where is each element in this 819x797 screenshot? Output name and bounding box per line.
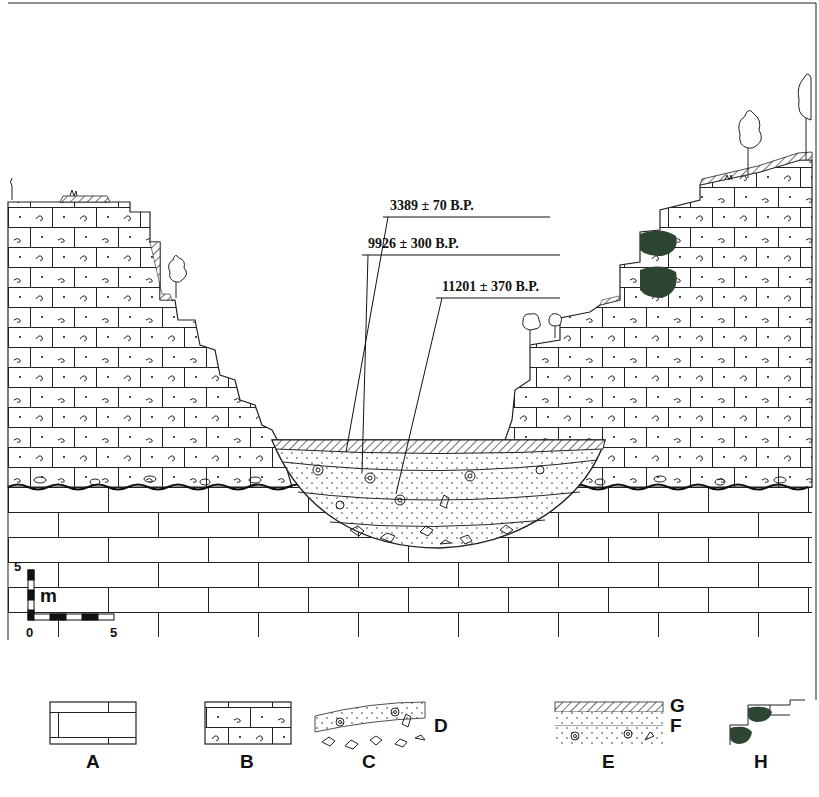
- scale-value: 5: [110, 626, 117, 640]
- scale-value: 0: [26, 626, 33, 640]
- radiocarbon-date: 9926 ± 300 B.P.: [368, 236, 459, 251]
- legend-letter: C: [362, 752, 376, 773]
- radiocarbon-date: 3389 ± 70 B.P.: [390, 198, 474, 213]
- legend-letter: G: [670, 696, 685, 717]
- legend-letter: E: [602, 752, 615, 773]
- scale-value: 5: [14, 560, 21, 574]
- legend-letter: A: [86, 752, 100, 773]
- legend-letter: B: [240, 752, 254, 773]
- legend-letter: H: [754, 752, 768, 773]
- legend-letter: D: [434, 716, 448, 737]
- scale-unit: m: [40, 586, 57, 607]
- legend-letter: F: [670, 716, 682, 737]
- radiocarbon-date: 11201 ± 370 B.P.: [442, 279, 539, 294]
